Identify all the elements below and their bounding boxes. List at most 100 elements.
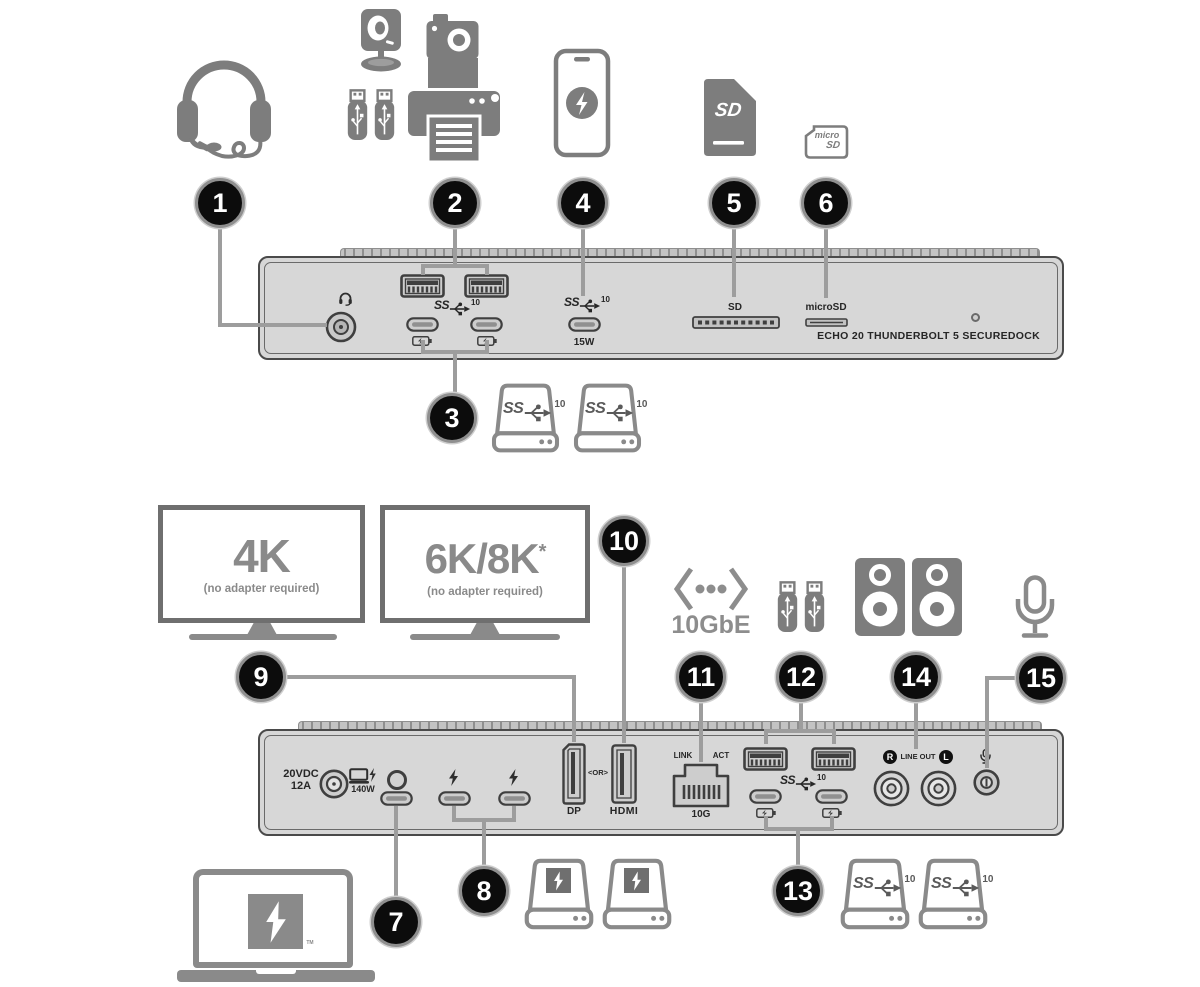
ss-text: SS — [564, 295, 580, 309]
drive-usb10-logo: SS 10 — [931, 875, 993, 897]
microphone-icon — [1015, 575, 1055, 638]
monitor-6k8k: 6K/8K* (no adapter required) — [380, 505, 590, 623]
usb-trident-icon — [607, 404, 634, 422]
callout-14: 14 — [891, 652, 941, 702]
webcam-icon — [361, 9, 401, 72]
microphone-glyph-icon — [980, 749, 991, 764]
ss-text: SS — [931, 875, 952, 892]
usb-c-port — [815, 789, 848, 804]
callout-8: 8 — [459, 866, 509, 916]
drive-usb10-logo: SS 10 — [503, 400, 565, 422]
sd-card-logo: SD — [713, 100, 743, 121]
thunderbolt-port — [438, 791, 471, 806]
rca-jack-left — [920, 770, 957, 807]
microsd-card-slot — [805, 318, 848, 327]
callout-11: 11 — [676, 652, 726, 702]
callout-9: 9 — [236, 652, 286, 702]
charge-wattage-label: 15W — [573, 337, 595, 348]
dock-rear-inner-edge — [264, 735, 1058, 830]
headset-icon — [177, 60, 271, 159]
usb-trident-icon — [525, 404, 552, 422]
trademark-mark: TM — [306, 940, 314, 946]
usb10-sup: 10 — [904, 874, 916, 885]
external-drive-icon — [602, 858, 672, 930]
usb-a-port — [400, 274, 445, 298]
usb10-sup: 10 — [471, 298, 480, 307]
sd-card-slot — [692, 316, 780, 329]
speaker-icon — [855, 558, 905, 636]
usb10-sup: 10 — [601, 295, 610, 304]
callout-4: 4 — [558, 178, 608, 228]
usb10-sup: 10 — [817, 773, 826, 782]
ss-text: SS — [503, 400, 524, 417]
usb10-sup: 10 — [554, 399, 566, 410]
power-amps: 12A — [290, 780, 312, 792]
callout-7: 7 — [371, 897, 421, 947]
thunderbolt-bolt-icon — [632, 871, 641, 890]
or-label: <OR> — [587, 768, 608, 777]
monitor-resolution: 4K — [233, 529, 291, 582]
monitor-note: (no adapter required) — [427, 586, 543, 598]
ss-text: SS — [585, 400, 606, 417]
microsd-slot-label: microSD — [805, 302, 847, 313]
usb-trident-icon — [875, 879, 902, 897]
usb-trident-icon — [795, 777, 817, 791]
external-drive-icon — [491, 383, 560, 453]
monitor-resolution: 6K/8K* — [425, 530, 547, 581]
drive-usb10-logo: SS 10 — [585, 400, 647, 422]
usb-flash-drive-icon — [777, 581, 798, 633]
usb-trident-icon — [953, 879, 980, 897]
microsd-card-icon — [804, 125, 849, 159]
callout-13: 13 — [773, 866, 823, 916]
smartphone-charging-icon — [553, 48, 611, 158]
drive-thunderbolt-logo — [546, 868, 571, 893]
displayport-label: DP — [567, 806, 581, 817]
product-model-label: ECHO 20 THUNDERBOLT 5 SECUREDOCK — [817, 330, 1040, 342]
laptop-charging-icon — [349, 768, 376, 784]
monitor-4k: 4K (no adapter required) — [158, 505, 365, 623]
dc-power-jack — [319, 769, 349, 799]
usb-c-port — [406, 317, 439, 332]
usb10-sup: 10 — [636, 399, 648, 410]
usb-a-port — [811, 747, 856, 771]
usb-trident-icon — [449, 302, 471, 316]
monitor-stand — [470, 623, 500, 635]
usb10-speed-label: SS 10 — [780, 774, 826, 791]
monitor-note: (no adapter required) — [203, 582, 320, 595]
callout-1: 1 — [195, 178, 245, 228]
battery-charge-icon — [477, 336, 497, 346]
monitor-base — [189, 634, 337, 640]
ethernet-network-icon — [674, 567, 748, 611]
hdmi-label: HDMI — [609, 805, 639, 817]
mic-input-jack — [973, 769, 1000, 796]
ethernet-link-label: LINK — [673, 751, 693, 760]
ss-text: SS — [780, 773, 796, 787]
usb-c-port — [470, 317, 503, 332]
power-button — [387, 770, 407, 790]
callout-2: 2 — [430, 178, 480, 228]
ss-text: SS — [853, 875, 874, 892]
speaker-icon — [912, 558, 962, 636]
usb10-speed-label: SS 10 — [564, 296, 610, 313]
status-led — [971, 313, 980, 322]
line-out-label: LINE OUT — [900, 752, 936, 761]
callout-12: 12 — [776, 652, 826, 702]
external-drive-icon — [918, 858, 988, 930]
callout-3: 3 — [427, 393, 477, 443]
usb-c-charge-port — [568, 317, 601, 332]
callout-15: 15 — [1016, 653, 1066, 703]
dock-top-vents — [340, 248, 1040, 258]
host-wattage-label: 140W — [351, 784, 375, 794]
usb-c-port — [749, 789, 782, 804]
usb-a-port — [743, 747, 788, 771]
ethernet-rj45-port — [672, 763, 730, 808]
external-drive-icon — [840, 858, 910, 930]
thunderbolt-bolt-icon — [265, 900, 286, 943]
resolution-asterisk: * — [538, 541, 547, 563]
sd-card-icon — [704, 79, 756, 156]
usb10-sup: 10 — [982, 874, 994, 885]
headset-glyph-icon — [339, 292, 352, 306]
thunderbolt-bolt-icon — [554, 871, 563, 890]
hdmi-port — [611, 744, 637, 804]
